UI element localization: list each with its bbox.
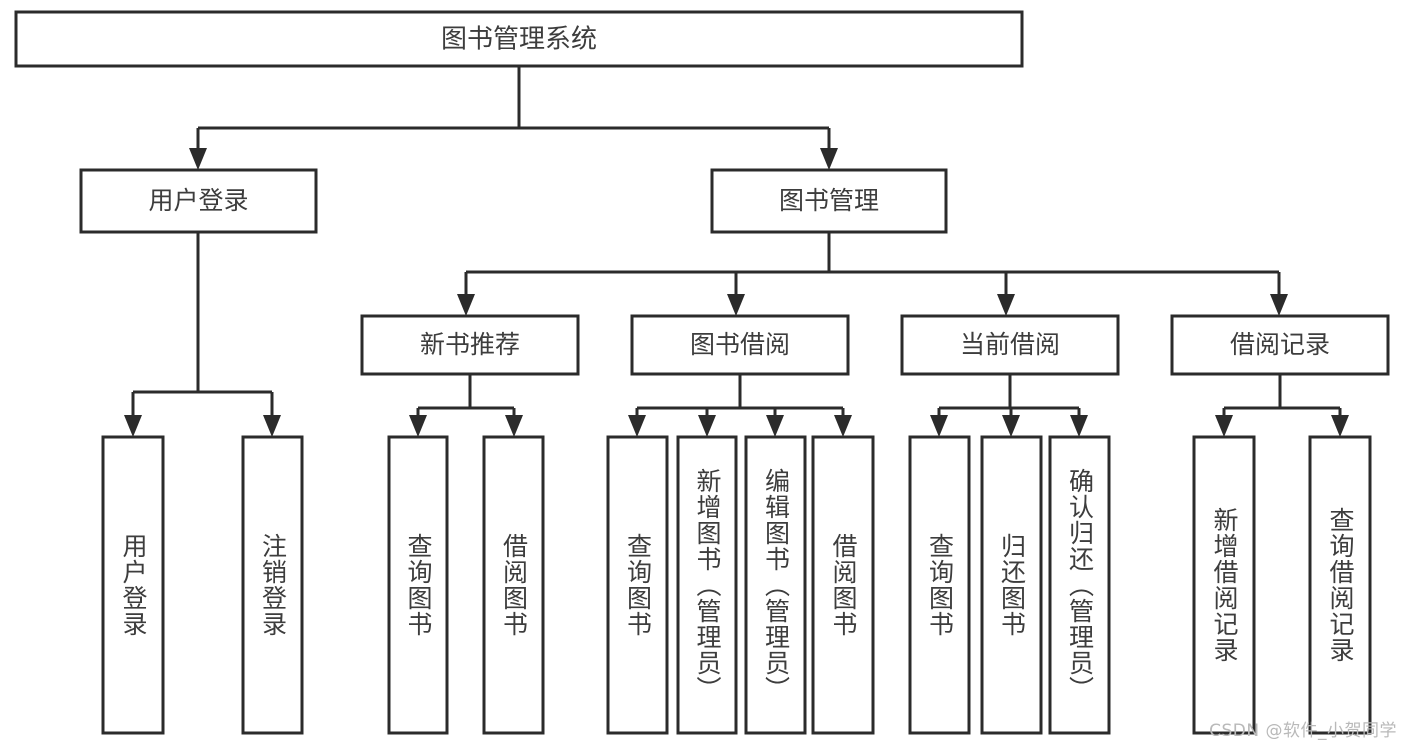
node-label-book-borrow: 图书借阅 <box>690 330 790 359</box>
arrow-head-icon <box>997 294 1015 316</box>
node-box-leaf-add-book-admin[interactable] <box>676 435 738 735</box>
arrow-head-icon <box>263 415 281 437</box>
boxes-layer <box>14 10 1390 735</box>
node-box-root[interactable] <box>14 10 1024 68</box>
arrow-head-icon <box>124 415 142 437</box>
node-label-user-login: 用户登录 <box>148 186 248 215</box>
node-box-leaf-edit-book-admin[interactable] <box>744 435 807 735</box>
node-box-book-manage[interactable] <box>710 168 948 234</box>
node-box-leaf-add-record[interactable] <box>1192 435 1256 735</box>
arrow-head-icon <box>1331 415 1349 437</box>
node-box-leaf-query-record[interactable] <box>1308 435 1372 735</box>
arrow-head-icon <box>505 415 523 437</box>
arrow-head-icon <box>930 415 948 437</box>
node-box-leaf-borrow-book-new[interactable] <box>482 435 545 735</box>
arrow-head-icon <box>820 148 838 170</box>
node-box-leaf-query-book-borrow[interactable] <box>606 435 669 735</box>
arrow-head-icon <box>1070 415 1088 437</box>
node-box-current-borrow[interactable] <box>900 314 1120 376</box>
node-box-leaf-user-logout[interactable] <box>241 435 304 735</box>
arrow-head-icon <box>409 415 427 437</box>
arrow-head-icon <box>727 294 745 316</box>
node-box-leaf-query-book-new[interactable] <box>387 435 449 735</box>
arrow-head-icon <box>457 294 475 316</box>
node-box-borrow-record[interactable] <box>1170 314 1390 376</box>
node-label-current-borrow: 当前借阅 <box>960 330 1060 359</box>
node-box-leaf-return-book[interactable] <box>980 435 1043 735</box>
arrow-head-icon <box>1215 415 1233 437</box>
arrow-head-icon <box>628 415 646 437</box>
node-label-new-book-recommend: 新书推荐 <box>420 330 520 359</box>
arrow-head-icon <box>189 148 207 170</box>
node-box-leaf-borrow-book[interactable] <box>811 435 875 735</box>
node-box-leaf-user-login[interactable] <box>101 435 165 735</box>
arrow-head-icon <box>834 415 852 437</box>
node-box-new-book-recommend[interactable] <box>360 314 580 376</box>
arrow-head-icon <box>1270 294 1288 316</box>
arrow-head-icon <box>698 415 716 437</box>
node-box-user-login[interactable] <box>79 168 318 234</box>
node-label-book-manage: 图书管理 <box>779 186 879 215</box>
arrow-head-icon <box>1002 415 1020 437</box>
watermark-text: CSDN @软件_小贺同学 <box>1209 721 1397 741</box>
node-box-leaf-query-book-current[interactable] <box>908 435 971 735</box>
edges-layer <box>124 66 1349 437</box>
node-box-leaf-confirm-return[interactable] <box>1048 435 1111 735</box>
arrow-head-icon <box>766 415 784 437</box>
node-label-root: 图书管理系统 <box>441 25 597 55</box>
node-label-borrow-record: 借阅记录 <box>1230 330 1330 359</box>
node-box-book-borrow[interactable] <box>630 314 850 376</box>
